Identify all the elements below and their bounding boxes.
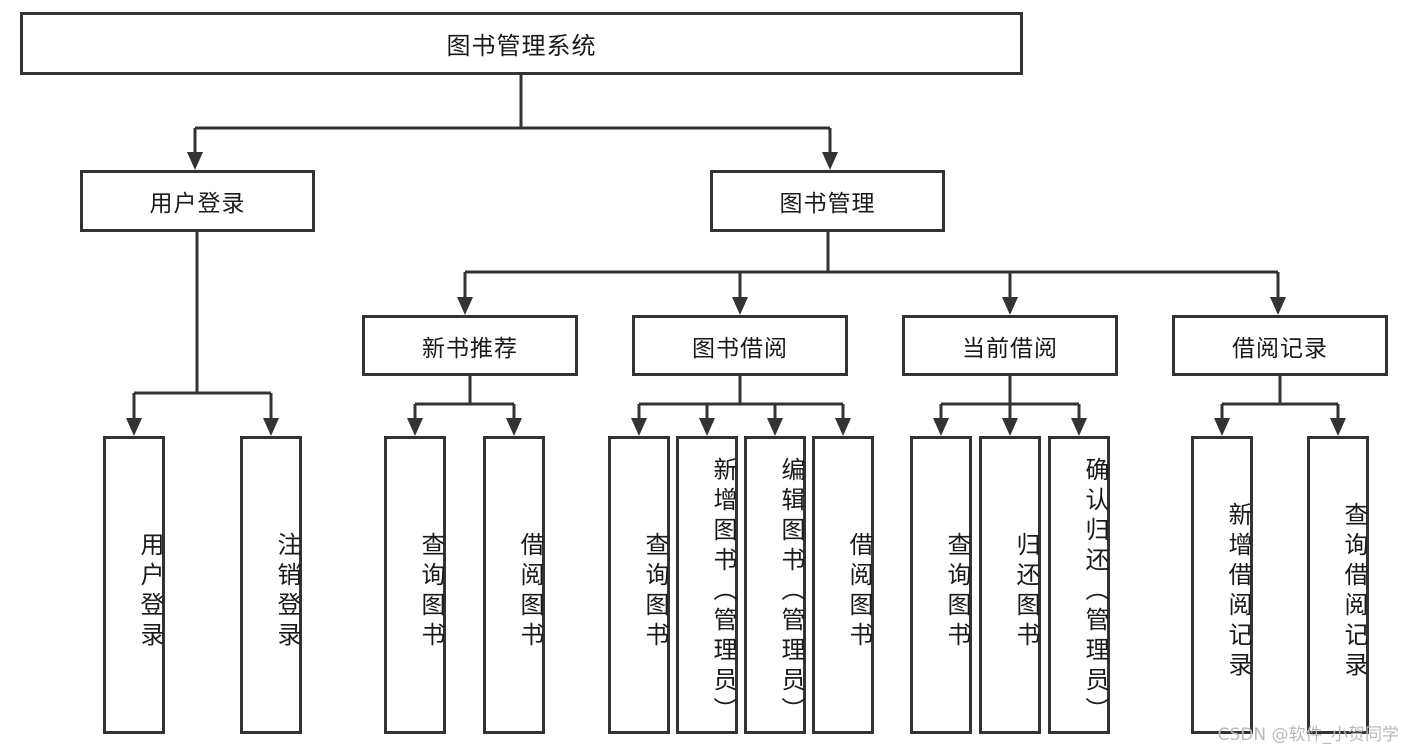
node-book-management[interactable]: 图书管理 — [710, 170, 945, 232]
node-new-book-recommend[interactable]: 新书推荐 — [362, 315, 578, 376]
leaf-user-login-signout[interactable]: 注销登录 — [240, 436, 302, 734]
leaf-current-confirm-return-admin[interactable]: 确认归还（管理员） — [1048, 436, 1110, 734]
leaf-borrow-add-book-admin[interactable]: 新增图书（管理员） — [676, 436, 738, 734]
leaf-record-query-borrow-record[interactable]: 查询借阅记录 — [1307, 436, 1369, 734]
leaf-label: 借阅图书 — [516, 532, 544, 652]
node-root-book-management-system[interactable]: 图书管理系统 — [20, 12, 1023, 75]
leaf-label: 用户登录 — [136, 532, 164, 652]
leaf-record-add-borrow-record[interactable]: 新增借阅记录 — [1191, 436, 1253, 734]
node-current-borrow[interactable]: 当前借阅 — [902, 315, 1118, 376]
leaf-label: 新增图书（管理员） — [709, 457, 737, 727]
leaf-user-login-signin[interactable]: 用户登录 — [103, 436, 165, 734]
leaf-new-book-query[interactable]: 查询图书 — [384, 436, 446, 734]
leaf-label: 查询图书 — [943, 532, 971, 652]
node-user-login[interactable]: 用户登录 — [80, 170, 315, 232]
node-book-borrow[interactable]: 图书借阅 — [632, 315, 848, 376]
leaf-current-query-book[interactable]: 查询图书 — [910, 436, 972, 734]
leaf-label: 查询借阅记录 — [1340, 502, 1368, 682]
leaf-borrow-borrow-book[interactable]: 借阅图书 — [812, 436, 874, 734]
leaf-borrow-query-book[interactable]: 查询图书 — [608, 436, 670, 734]
leaf-new-book-borrow[interactable]: 借阅图书 — [483, 436, 545, 734]
leaf-label: 借阅图书 — [845, 532, 873, 652]
leaf-borrow-edit-book-admin[interactable]: 编辑图书（管理员） — [744, 436, 806, 734]
leaf-label: 注销登录 — [273, 532, 301, 652]
leaf-current-return-book[interactable]: 归还图书 — [979, 436, 1041, 734]
leaf-label: 新增借阅记录 — [1224, 502, 1252, 682]
leaf-label: 查询图书 — [641, 532, 669, 652]
csdn-watermark: CSDN @软件_小贺同学 — [1217, 725, 1399, 745]
leaf-label: 查询图书 — [417, 532, 445, 652]
leaf-label: 归还图书 — [1012, 532, 1040, 652]
node-borrow-record[interactable]: 借阅记录 — [1172, 315, 1388, 376]
leaf-label: 确认归还（管理员） — [1081, 457, 1109, 727]
leaf-label: 编辑图书（管理员） — [777, 457, 805, 727]
